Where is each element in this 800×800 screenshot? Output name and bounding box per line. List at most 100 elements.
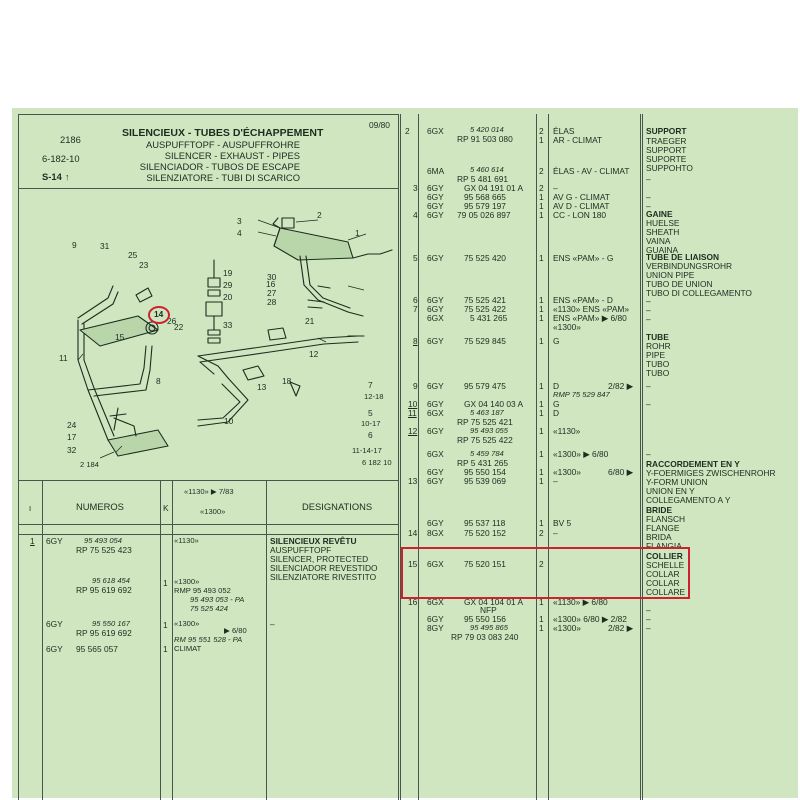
callout-12: 12 [309,349,319,359]
r12b-variant: «1300» ▶ 6/80 [553,449,609,459]
row-4-number: 95 565 057 [76,644,118,654]
label-10-17: 10-17 [361,419,381,428]
callout-3: 3 [237,216,242,226]
r12c-variant: «1300» [553,467,581,477]
callout-29: 29 [223,280,233,290]
r2-code: 6GX [427,126,444,136]
callout-16: 16 [266,279,276,289]
col-header-i: I [29,504,32,513]
highlight-box-collier [401,547,690,599]
r12-k: 1 [539,426,544,436]
r4-number3: 95 579 197 [464,201,506,211]
r6-variant2: «1130» ENS «PAM» [553,304,630,314]
r9-number: 95 579 475 [464,381,506,391]
r6ma-number: 5 460 614 [470,165,504,174]
r-pos-16: 16 [408,597,418,607]
r12b-rp: RP 5 431 265 [457,458,509,468]
designation-dash-3: – [646,201,651,211]
row-2-number: 95 618 454 [92,576,131,585]
r9-variant-date: 2/82 ▶ [608,381,634,391]
callout-6: 6 [368,430,373,440]
title-de: AUSPUFFTOPF - AUSPUFFROHRE [145,139,300,150]
designation-line-3: SILENCIADOR REVESTIDO [270,563,378,573]
r3-variant2: AV G - CLIMAT [553,192,610,202]
designation-dash-9: – [646,449,651,459]
page-number: 2186 [60,134,81,145]
r10-number: GX 04 140 03 A [464,399,524,409]
row-3-dash: – [270,619,275,629]
callout-19: 19 [223,268,233,278]
r16-number1: GX 04 104 01 A [464,597,524,607]
col-header-k: K [163,503,169,513]
r12b-k: 1 [539,449,544,459]
r16-dash: – [646,614,651,624]
r-pos-4: 4 [413,210,418,220]
r8-code: 6GY [427,336,444,346]
r4-variant4: CC - LON 180 [553,210,607,220]
row-3-number: 95 550 167 [92,619,131,628]
label-11-14-17: 11-14-17 [352,446,382,455]
r-pos-5: 5 [413,253,418,263]
r10-k: 1 [539,399,544,409]
r13-variant: – [553,476,558,486]
row-1-code: 6GY [46,536,63,546]
row-4-variant: CLIMAT [174,644,202,653]
designation-dash-10: – [646,623,651,633]
callout-8: 8 [156,376,161,386]
callout-15: 15 [115,332,125,342]
row-1-variant: «1130» [174,536,199,545]
r6ma-code: 6MA [427,166,445,176]
callout-2: 2 [317,210,322,220]
row-3-variant2: ▶ 6/80 [224,626,247,635]
r14-number2: 75 520 152 [464,528,506,538]
r16-number3: 95 495 865 [470,623,509,632]
designation-dash-11: – [646,605,651,615]
r5-number: 75 525 420 [464,253,506,263]
r14-variant2: – [553,528,558,538]
r11-variant: D [553,408,560,418]
r15-k: 2 [539,559,544,569]
designation-dash-4: – [646,296,651,306]
designation-dash-5: – [646,305,651,315]
r5-variant: ENS «PAM» - G [553,253,614,263]
r16-number2: 95 550 156 [464,614,506,624]
r-pos-13: 13 [408,476,418,486]
callout-9: 9 [72,240,77,250]
r2-variant2: AR - CLIMAT [553,135,603,145]
r8-variant: G [553,336,560,346]
designation-dash-6: – [646,314,651,324]
r-pos-15: 15 [408,559,418,569]
reference-code: 6-182-10 [42,153,80,164]
r16-code1: 6GX [427,597,444,607]
callout-21: 21 [305,316,315,326]
r12-number: 95 493 055 [470,426,509,435]
r6-code1: 6GY [427,295,444,305]
callout-27: 27 [267,288,277,298]
r2-variant1: ÉLAS [553,126,575,136]
r-pos-8: 8 [413,336,418,346]
row-2-variant2: RMP 95 493 052 [174,586,231,595]
row-2-variant1: «1300» [174,577,200,586]
r-pos-10: 10 [408,399,418,409]
r14-number1: 95 537 118 [464,518,506,528]
callout-10: 10 [224,416,234,426]
r-pos-7: 7 [413,304,418,314]
r6-variant1: ENS «PAM» - D [553,295,613,305]
designation-dash-7: – [646,381,651,391]
r12-rp: RP 75 525 422 [457,435,513,445]
r16-variant3-date: 2/82 ▶ [608,623,634,633]
r4-variant3: AV D - CLIMAT [553,201,610,211]
row-3-variant1: «1300» [174,619,200,628]
row-1-rp: RP 75 525 423 [76,545,132,555]
r12c-number: 95 550 154 [464,467,506,477]
r2-k2: 1 [539,135,544,145]
r16-code3: 8GY [427,623,444,633]
catalog-sheet: 2186 09/80 6-182-10 S-14↑ SILENCIEUX - T… [12,108,798,800]
designation-title: SILENCIEUX REVÊTU [270,536,357,546]
designation-line-1: AUSPUFFTOPF [270,545,332,555]
title-it: SILENZIATORE - TUBI DI SCARICO [146,172,300,183]
r6-number1: 75 525 421 [464,295,506,305]
row-2-k: 1 [163,578,168,588]
r8-k: 1 [539,336,544,346]
r12-variant: «1130» [553,426,581,436]
